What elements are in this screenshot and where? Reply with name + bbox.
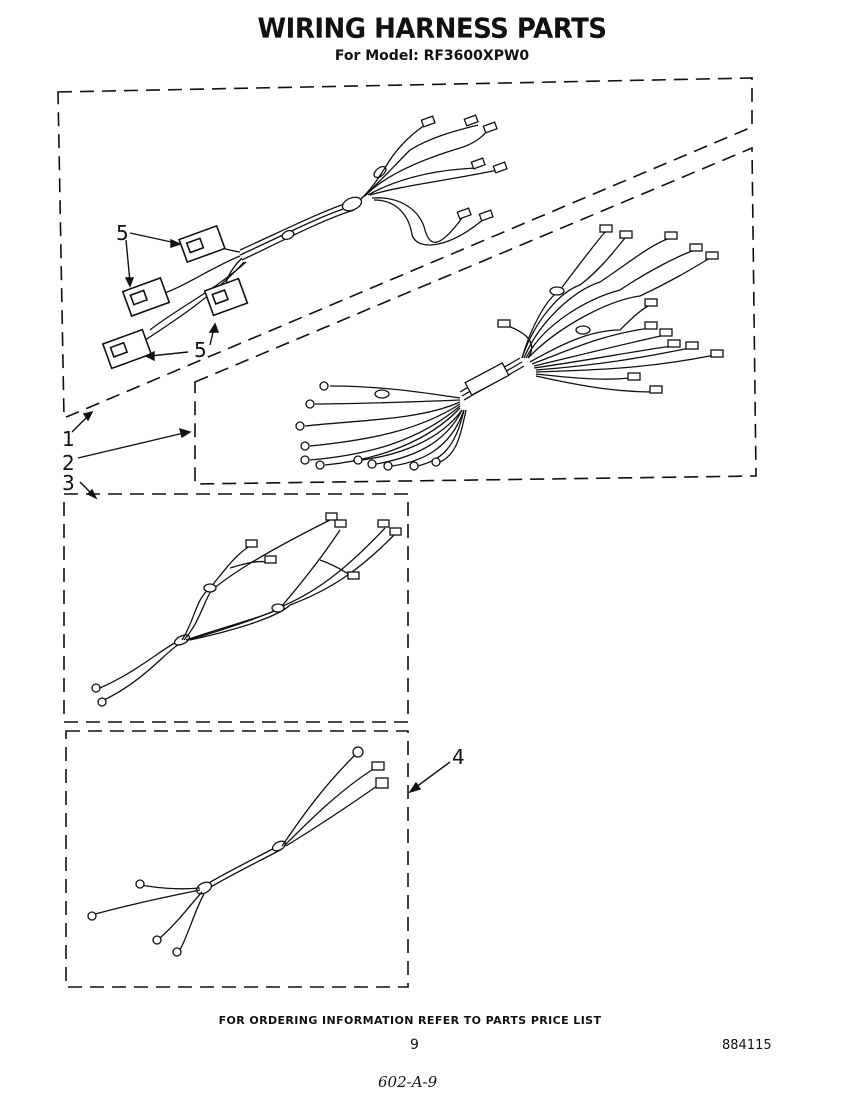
connector-5b [101, 328, 153, 370]
callout-4: 4 [452, 745, 465, 769]
handwritten-note: 602-A-9 [378, 1073, 438, 1091]
callout-1: 1 [62, 427, 75, 451]
callout-2: 2 [62, 451, 75, 475]
callout-5a: 5 [116, 221, 129, 245]
ordering-note: FOR ORDERING INFORMATION REFER TO PARTS … [218, 1014, 602, 1027]
harness-3 [91, 512, 402, 707]
document-number: 884115 [722, 1038, 772, 1053]
harness-3-outline [63, 493, 409, 723]
model-subtitle: For Model: RF3600XPW0 [334, 48, 530, 64]
harness-2 [295, 224, 724, 471]
page-title: WIRING HARNESS PARTS [257, 13, 607, 45]
page-number: 9 [410, 1037, 419, 1053]
harness-1 [101, 114, 508, 370]
harness-2-outline [194, 146, 757, 485]
harness-4-outline [65, 730, 409, 988]
harness-4 [87, 746, 389, 957]
harness-1-outline [57, 77, 753, 420]
callout-5b: 5 [194, 338, 207, 362]
callout-3: 3 [62, 471, 75, 495]
